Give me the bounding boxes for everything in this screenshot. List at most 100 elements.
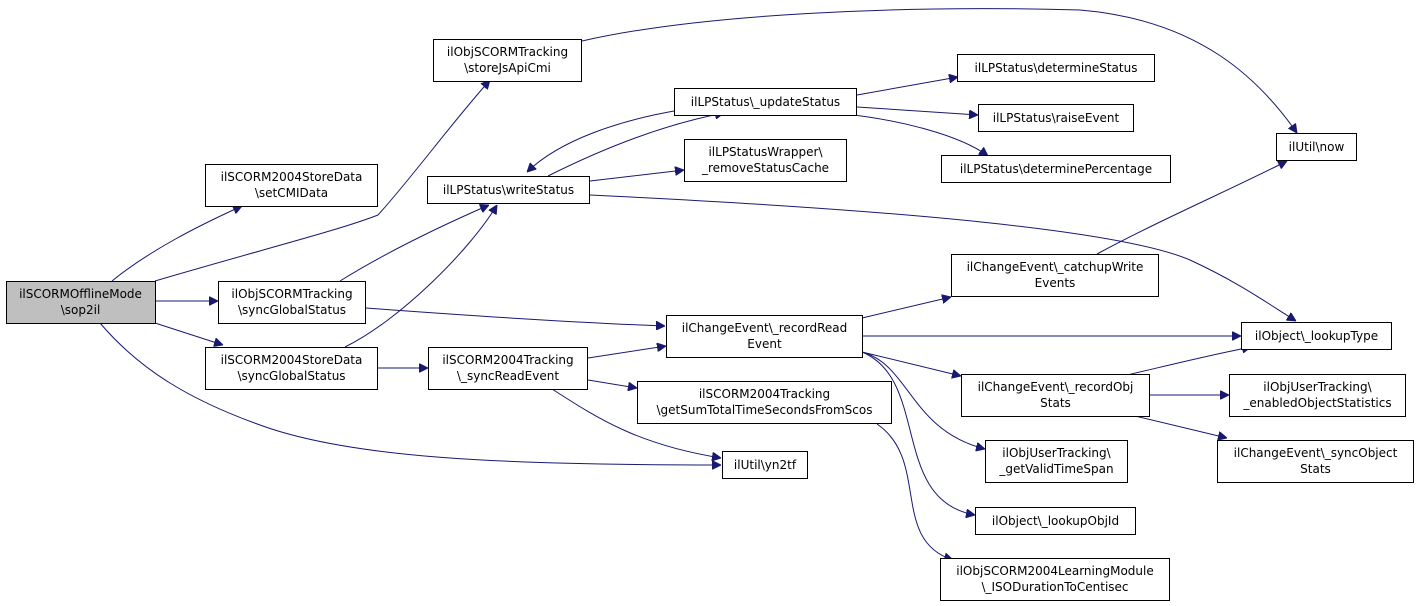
node-label-line: Stats <box>1040 396 1071 410</box>
edge-updateStatus-determineStatus <box>856 77 958 96</box>
node-storeSyncGlobalStatus[interactable]: ilSCORM2004StoreData \syncGlobalStatus <box>205 347 378 390</box>
node-box <box>1276 133 1357 161</box>
node-label-line: ilLPStatus\determinePercentage <box>960 162 1152 176</box>
edge-writeStatus-lookupType <box>589 194 1296 321</box>
node-box <box>428 347 588 390</box>
node-label-line: ilObjSCORM2004LearningModule <box>956 564 1153 578</box>
node-yn2tf[interactable]: ilUtil\yn2tf <box>722 451 808 479</box>
node-box <box>674 88 857 116</box>
node-label-line: ilUtil\now <box>1289 140 1345 154</box>
node-lookupObjId[interactable]: ilObject\_lookupObjId <box>975 507 1136 535</box>
node-updateStatus[interactable]: ilLPStatus\_updateStatus <box>674 88 857 116</box>
node-box <box>433 39 582 82</box>
node-label-line: ilLPStatus\writeStatus <box>443 183 574 197</box>
edge-objSyncGlobalStatus-recordReadEvent <box>365 307 665 326</box>
graph-nodes: ilSCORMOfflineMode \sop2il ilObjSCORMTra… <box>6 39 1414 601</box>
node-recordObjStats[interactable]: ilChangeEvent\_recordObj Stats <box>961 374 1150 417</box>
node-setCMIData[interactable]: ilSCORM2004StoreData \setCMIData <box>205 164 378 207</box>
node-label-line: \syncGlobalStatus <box>238 303 346 317</box>
node-lookupType[interactable]: ilObject\_lookupType <box>1241 322 1392 350</box>
node-box <box>666 315 863 358</box>
node-label-line: ilLPStatus\raiseEvent <box>993 111 1120 125</box>
node-box <box>722 451 808 479</box>
node-box <box>940 558 1170 601</box>
node-box <box>1241 322 1392 350</box>
node-label-line: ilObject\_lookupObjId <box>992 514 1119 528</box>
node-label-line: ilLPStatus\determineStatus <box>975 61 1138 75</box>
node-label-line: ilObjSCORMTracking <box>447 45 568 59</box>
node-label-line: \getSumTotalTimeSecondsFromScos <box>656 403 872 417</box>
node-catchupWriteEvents[interactable]: ilChangeEvent\_catchupWrite Events <box>951 254 1159 297</box>
edge-sop2il-storeJsApiCmi <box>154 80 490 282</box>
edge-writeStatus-removeStatusCache <box>589 170 684 182</box>
edge-recordObjStats-syncObjectStats <box>1134 415 1227 438</box>
node-determineStatus[interactable]: ilLPStatus\determineStatus <box>957 54 1155 82</box>
edge-recordReadEvent-catchupWriteEvents <box>861 297 951 319</box>
node-box <box>637 381 892 424</box>
node-label-line: ilChangeEvent\_syncObject <box>1234 446 1398 460</box>
node-removeStatusCache[interactable]: ilLPStatusWrapper\ _removeStatusCache <box>684 139 847 182</box>
node-label-line: ilUtil\yn2tf <box>734 458 797 472</box>
edge-writeStatus-updateStatus <box>547 113 724 177</box>
edge-sop2il-yn2tf <box>99 322 721 465</box>
node-syncReadEvent[interactable]: ilSCORM2004Tracking \_syncReadEvent <box>428 347 588 390</box>
node-label-line: ilSCORM2004StoreData <box>221 353 363 367</box>
node-label-line: ilSCORM2004Tracking <box>699 387 830 401</box>
node-getSumTotalTime[interactable]: ilSCORM2004Tracking \getSumTotalTimeSeco… <box>637 381 892 424</box>
node-raiseEvent[interactable]: ilLPStatus\raiseEvent <box>978 104 1134 132</box>
node-now[interactable]: ilUtil\now <box>1276 133 1357 161</box>
edge-sop2il-storeSyncGlobalStatus <box>154 322 223 345</box>
node-box <box>427 176 590 204</box>
node-label-line: _getValidTimeSpan <box>998 462 1113 476</box>
node-enabledObjectStatistics[interactable]: ilObjUserTracking\ _enabledObjectStatist… <box>1229 374 1406 417</box>
node-recordReadEvent[interactable]: ilChangeEvent\_recordRead Event <box>666 315 863 358</box>
edge-updateStatus-raiseEvent <box>856 106 978 115</box>
edge-recordObjStats-lookupType <box>1126 347 1251 376</box>
node-label-line: _enabledObjectStatistics <box>1242 396 1391 410</box>
node-label-line: ilLPStatusWrapper\ <box>708 145 823 159</box>
node-label-line: ilChangeEvent\_recordRead <box>682 321 848 335</box>
node-label-line: Event <box>747 337 782 351</box>
edge-recordReadEvent-getValidTimeSpan <box>861 351 985 449</box>
node-box <box>218 281 366 324</box>
node-box <box>205 347 378 390</box>
node-sop2il[interactable]: ilSCORMOfflineMode \sop2il <box>6 281 156 324</box>
node-isoDuration[interactable]: ilObjSCORM2004LearningModule \_ISODurati… <box>940 558 1170 601</box>
node-box <box>978 104 1134 132</box>
node-box <box>684 139 847 182</box>
node-objSyncGlobalStatus[interactable]: ilObjSCORMTracking \syncGlobalStatus <box>218 281 366 324</box>
node-writeStatus[interactable]: ilLPStatus\writeStatus <box>427 176 590 204</box>
node-getValidTimeSpan[interactable]: ilObjUserTracking\ _getValidTimeSpan <box>985 440 1128 483</box>
node-label-line: Stats <box>1300 462 1331 476</box>
node-label-line: ilSCORM2004StoreData <box>221 170 363 184</box>
node-determinePercentage[interactable]: ilLPStatus\determinePercentage <box>941 155 1171 183</box>
edge-sop2il-setCMIData <box>111 206 242 282</box>
node-label-line: _removeStatusCache <box>701 161 829 175</box>
edge-updateStatus-writeStatus <box>527 109 681 172</box>
edge-updateStatus-determinePercentage <box>844 113 988 156</box>
node-label-line: ilSCORM2004Tracking <box>442 353 573 367</box>
node-label-line: \_syncReadEvent <box>457 369 559 383</box>
node-label-line: ilObject\_lookupType <box>1255 329 1378 343</box>
node-label-line: ilChangeEvent\_recordObj <box>978 380 1134 394</box>
edge-recordReadEvent-recordObjStats <box>861 351 961 376</box>
edge-syncReadEvent-recordReadEvent <box>587 346 666 359</box>
node-label-line: ilObjUserTracking\ <box>1002 446 1111 460</box>
node-box <box>1217 440 1414 483</box>
node-syncObjectStats[interactable]: ilChangeEvent\_syncObject Stats <box>1217 440 1414 483</box>
node-storeJsApiCmi[interactable]: ilObjSCORMTracking \storeJsApiCmi <box>433 39 582 82</box>
node-label-line: \setCMIData <box>255 186 328 200</box>
node-box <box>6 281 156 324</box>
node-box <box>975 507 1136 535</box>
node-box <box>1229 374 1406 417</box>
node-label-line: ilObjSCORMTracking <box>231 287 352 301</box>
node-label-line: ilObjUserTracking\ <box>1263 380 1372 394</box>
node-box <box>951 254 1159 297</box>
node-label-line: \syncGlobalStatus <box>237 369 345 383</box>
node-box <box>985 440 1128 483</box>
node-label-line: ilChangeEvent\_catchupWrite <box>967 260 1144 274</box>
node-box <box>961 374 1150 417</box>
edge-syncReadEvent-yn2tf <box>551 388 721 458</box>
node-label-line: \sop2il <box>61 303 101 317</box>
